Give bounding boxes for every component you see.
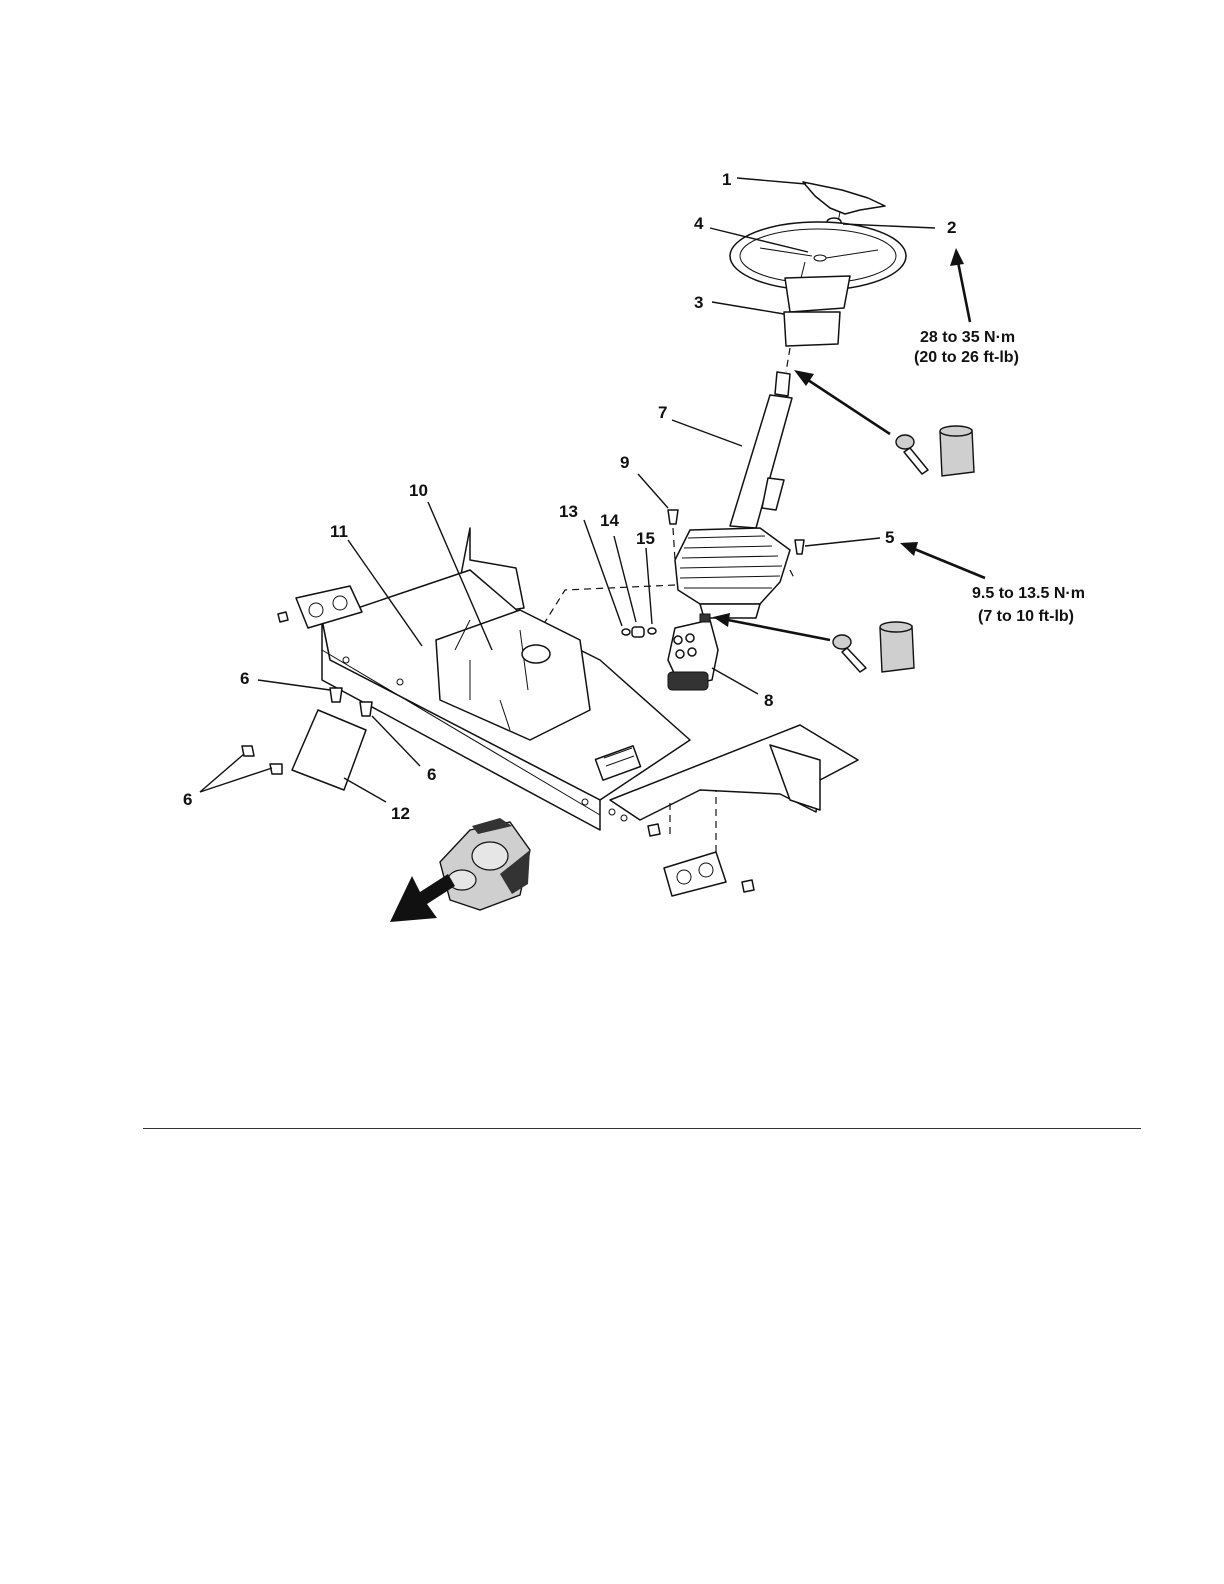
callout-6b: 6 <box>427 765 436 784</box>
callout-7: 7 <box>658 403 667 422</box>
callout-13: 13 <box>559 502 578 521</box>
callout-11: 11 <box>330 522 348 541</box>
callout-6a: 6 <box>240 669 249 688</box>
grease-gun-icon <box>896 435 928 474</box>
steering-column <box>540 348 795 630</box>
callout-10: 10 <box>409 481 428 500</box>
torque-wheel-nut-metric: 28 to 35 N·m <box>920 329 1015 346</box>
fitting-13 <box>622 629 630 635</box>
front-direction-arrow-icon <box>390 874 455 922</box>
operator-seat-icon <box>440 818 530 910</box>
callout-6c: 6 <box>183 790 192 809</box>
steering-wheel <box>730 222 906 346</box>
callout-1: 1 <box>722 170 731 189</box>
screw-5 <box>795 540 804 554</box>
steering-control-valve <box>668 614 718 690</box>
callout-14: 14 <box>600 511 619 530</box>
callout-8: 8 <box>764 691 773 710</box>
page-divider <box>143 1128 1141 1129</box>
bracket-12 <box>242 688 372 790</box>
steering-wheel-cap <box>803 182 885 222</box>
lubricant-container-icon <box>880 622 914 672</box>
screw-9 <box>668 510 678 560</box>
callout-3: 3 <box>694 293 703 312</box>
callout-5: 5 <box>885 528 894 547</box>
callout-15: 15 <box>636 529 655 548</box>
torque-wheel-nut-imperial: (20 to 26 ft-lb) <box>914 349 1019 366</box>
callout-4: 4 <box>694 214 704 233</box>
torque-mount-bolt-metric: 9.5 to 13.5 N·m <box>972 585 1085 602</box>
grease-gun-icon <box>833 635 866 672</box>
fitting-15 <box>648 628 656 634</box>
callout-12: 12 <box>391 804 410 823</box>
torque-mount-bolt-imperial: (7 to 10 ft-lb) <box>978 608 1074 625</box>
callout-9: 9 <box>620 453 629 472</box>
lubricant-container-icon <box>940 426 974 476</box>
callout-2: 2 <box>947 218 956 237</box>
fitting-14 <box>632 627 644 637</box>
